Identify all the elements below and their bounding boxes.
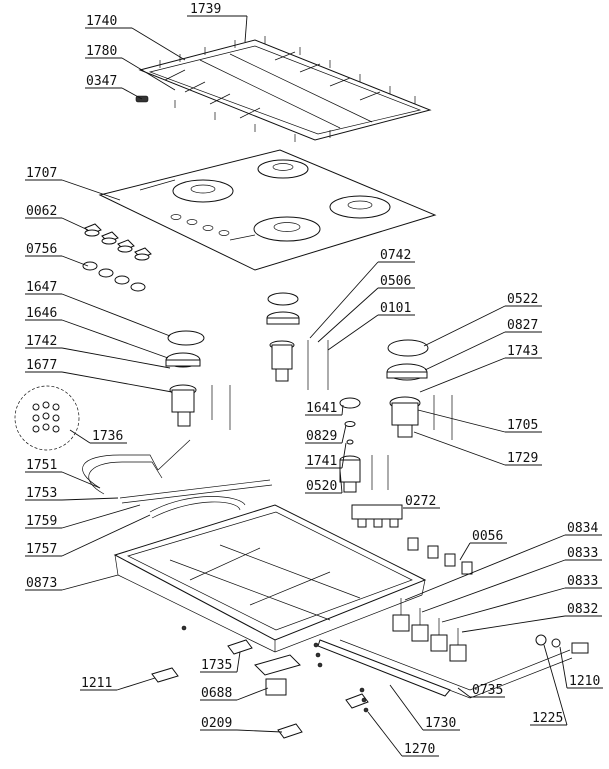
label-0688: 0688 <box>201 686 232 701</box>
label-0827: 0827 <box>507 318 538 333</box>
leader-lines <box>25 15 603 757</box>
label-0062: 0062 <box>26 204 57 219</box>
label-0735: 0735 <box>472 683 503 698</box>
label-1740: 1740 <box>86 14 117 29</box>
knob-rings <box>82 261 146 292</box>
base-pan <box>113 504 427 653</box>
burner-left <box>165 330 231 430</box>
part-labels: 1740 1739 1780 0347 1707 0062 0756 0742 … <box>26 2 600 757</box>
burner-right <box>386 339 453 440</box>
label-0833-b: 0833 <box>567 574 598 589</box>
label-1757: 1757 <box>26 542 57 557</box>
label-0056: 0056 <box>472 529 503 544</box>
label-1751: 1751 <box>26 458 57 473</box>
label-1743: 1743 <box>507 344 538 359</box>
label-0506: 0506 <box>380 274 411 289</box>
label-1741: 1741 <box>306 454 337 469</box>
ignition-switches <box>407 537 473 575</box>
label-0520: 0520 <box>306 479 337 494</box>
label-1646: 1646 <box>26 306 57 321</box>
label-0833-a: 0833 <box>567 546 598 561</box>
label-1753: 1753 <box>26 486 57 501</box>
label-1211: 1211 <box>81 676 112 691</box>
label-1729: 1729 <box>507 451 538 466</box>
label-0347: 0347 <box>86 74 117 89</box>
screws <box>181 625 369 713</box>
label-1707: 1707 <box>26 166 57 181</box>
label-1647: 1647 <box>26 280 57 295</box>
front-bar <box>317 639 451 697</box>
label-0756: 0756 <box>26 242 57 257</box>
injector-kit <box>14 385 80 451</box>
label-1730: 1730 <box>425 716 456 731</box>
label-0834: 0834 <box>567 521 598 536</box>
label-0101: 0101 <box>380 301 411 316</box>
label-0829: 0829 <box>306 429 337 444</box>
gas-taps <box>392 598 467 662</box>
label-1742: 1742 <box>26 334 57 349</box>
pan-support-grids <box>135 36 432 142</box>
label-0832: 0832 <box>567 602 598 617</box>
control-knobs <box>84 223 152 261</box>
label-0873: 0873 <box>26 576 57 591</box>
label-1677: 1677 <box>26 358 57 373</box>
gas-pipes <box>82 439 273 519</box>
label-1641: 1641 <box>306 401 337 416</box>
label-1780: 1780 <box>86 44 117 59</box>
hob-top-plate <box>98 149 437 271</box>
label-1270: 1270 <box>404 742 435 757</box>
label-0742: 0742 <box>380 248 411 263</box>
label-1210: 1210 <box>569 674 600 689</box>
label-0522: 0522 <box>507 292 538 307</box>
label-0209: 0209 <box>201 716 232 731</box>
ignition-unit <box>351 504 403 528</box>
burner-small <box>339 397 389 493</box>
burner-center <box>266 292 329 390</box>
label-1759: 1759 <box>26 514 57 529</box>
label-1705: 1705 <box>507 418 538 433</box>
label-1735: 1735 <box>201 658 232 673</box>
label-1225: 1225 <box>532 711 563 726</box>
label-0272: 0272 <box>405 494 436 509</box>
label-1736: 1736 <box>92 429 123 444</box>
brackets <box>151 639 369 739</box>
label-1739: 1739 <box>190 2 221 17</box>
